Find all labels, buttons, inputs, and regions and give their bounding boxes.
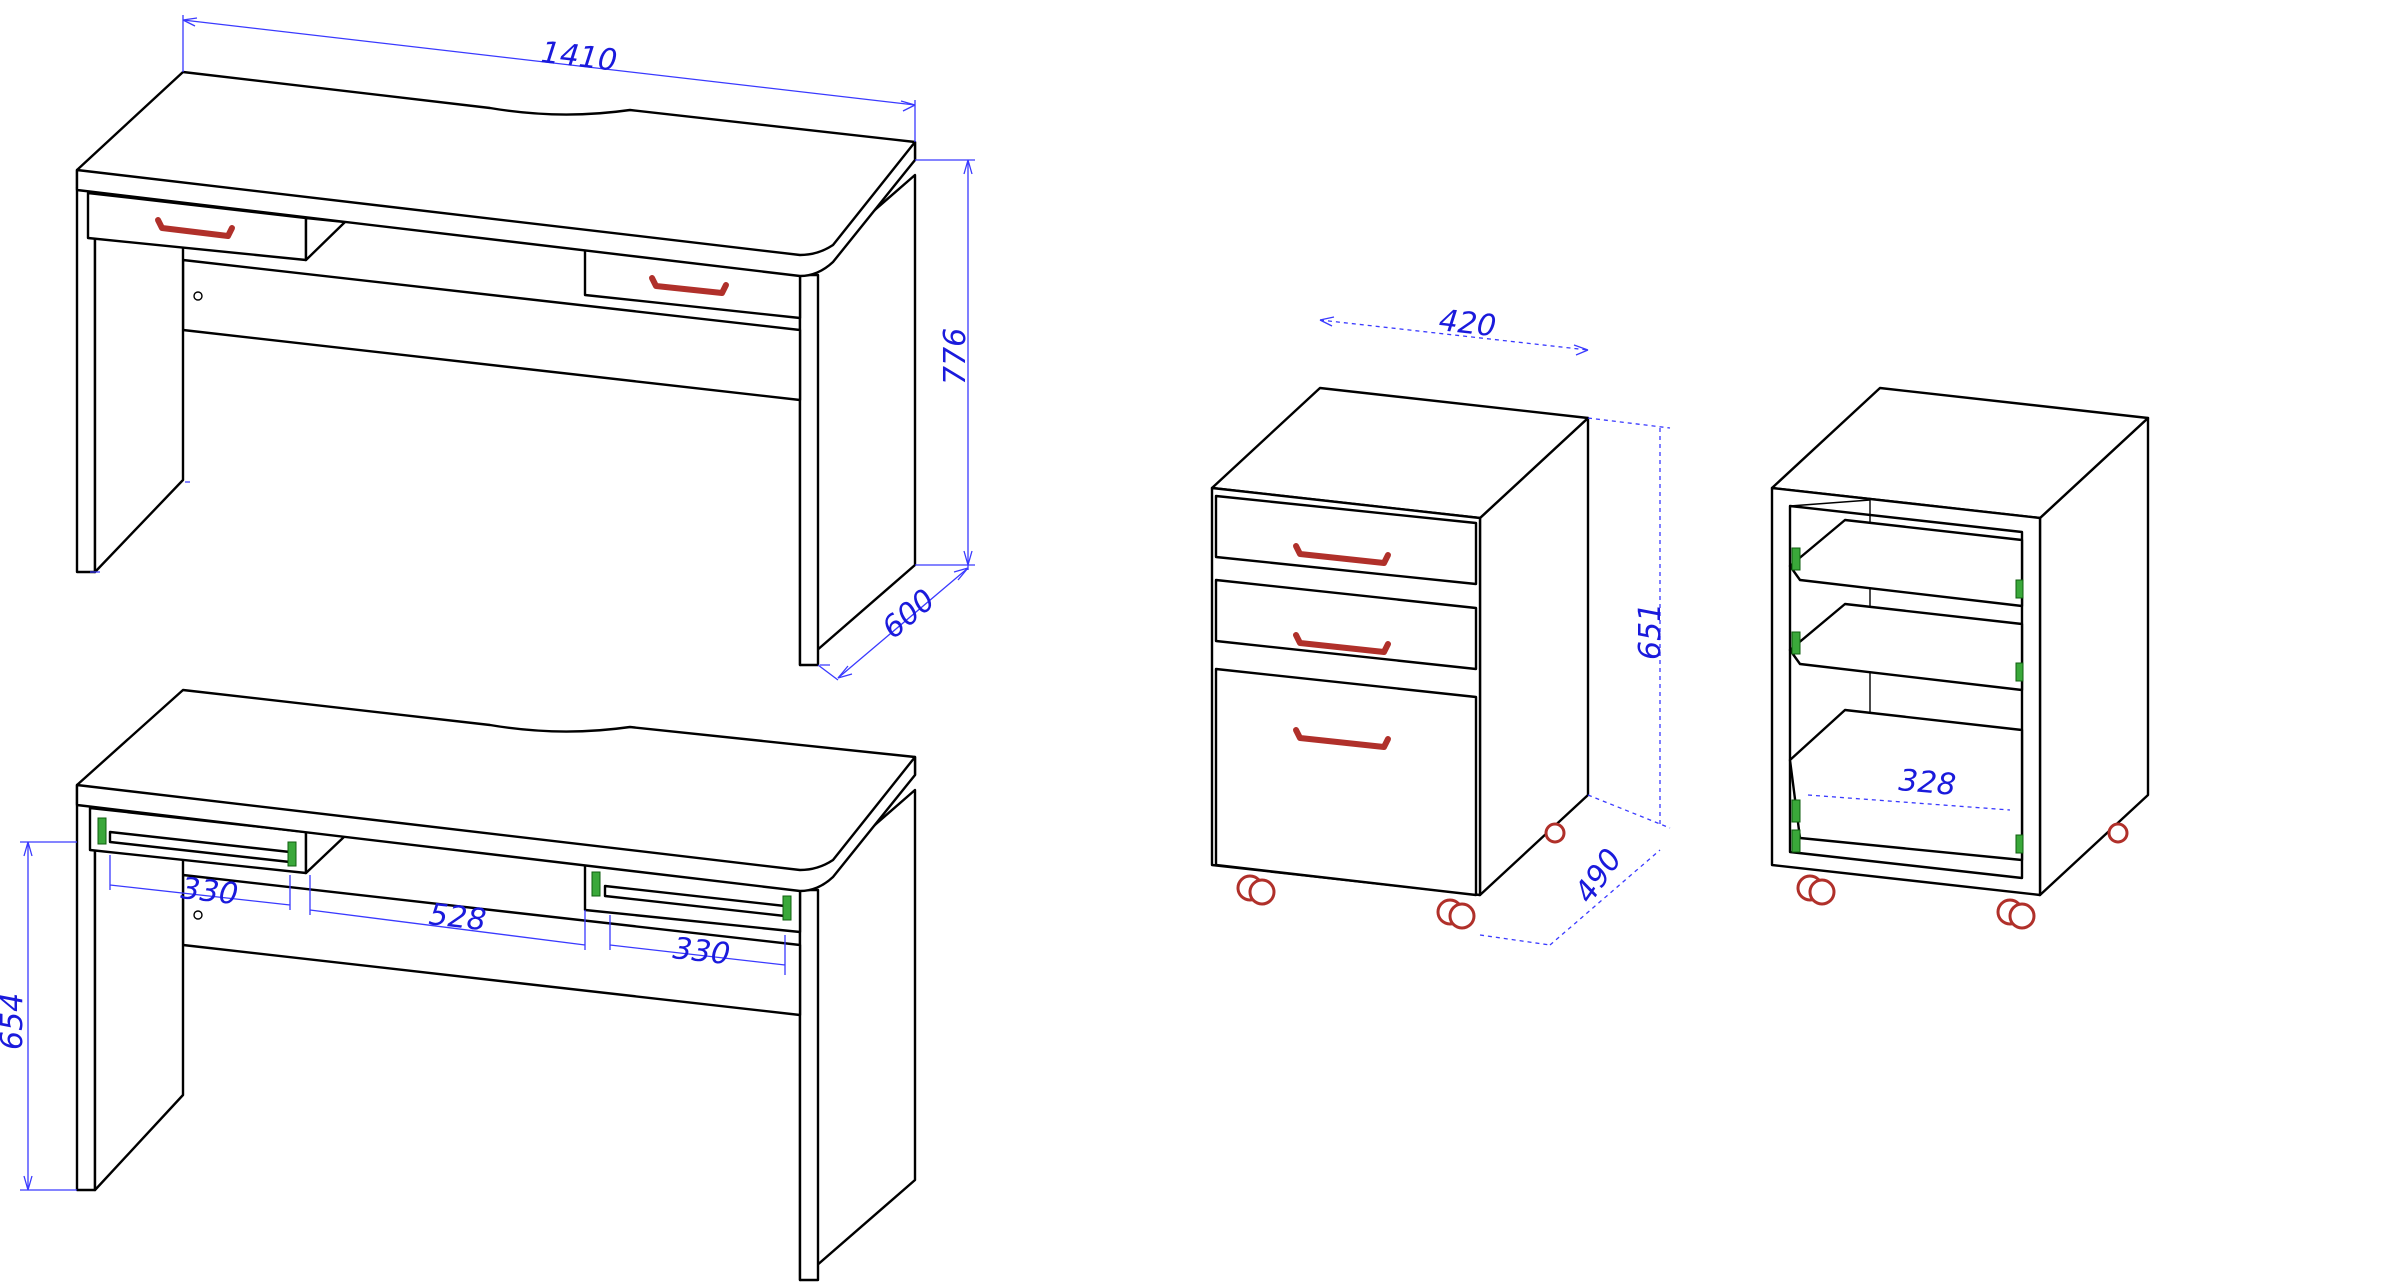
- dim-desk-height: 776: [915, 159, 975, 566]
- pedestal-handle-2: [1293, 632, 1391, 655]
- pedestal-handle-1: [1293, 543, 1391, 566]
- desk-left-leg: [75, 186, 97, 574]
- dim-gap-width-label: 528: [427, 897, 488, 938]
- dim-pedestal-height-label: 651: [1633, 603, 1668, 660]
- dim-pedestal-inner-width-label: 328: [1897, 763, 1957, 803]
- dim-pedestal-depth-label: 490: [1568, 843, 1630, 910]
- dim-desk-width-label: 1410: [539, 35, 619, 79]
- pedestal-drawer-3: [1214, 667, 1478, 897]
- pedestal-drawer-1: [1214, 494, 1478, 586]
- desk-lock-icon: [193, 291, 203, 301]
- dim-desk-width: 1410: [182, 15, 916, 142]
- dim-desk-leg-height-label: 654: [0, 993, 30, 1050]
- dim-right-drawer-width-label: 330: [671, 931, 732, 972]
- pedestal2-wheels: [1796, 822, 2129, 930]
- pedestal2-shelf-3: [1788, 708, 2024, 862]
- dim-pedestal-inner-width: 328: [1807, 763, 2011, 811]
- desk-overall-view: 1410 776 600: [75, 15, 975, 681]
- pedestal-closed-view: 420 651 490: [1210, 303, 1671, 946]
- pedestal-handle-3: [1293, 727, 1391, 750]
- pedestal-drawer-2: [1214, 578, 1478, 671]
- dim-left-drawer-width: 330: [109, 855, 291, 912]
- pedestal2-runners: [1791, 547, 2024, 854]
- desk-right-handle: [649, 275, 729, 296]
- dim-pedestal-width-label: 420: [1437, 303, 1498, 344]
- dim-pedestal-width: 420: [1319, 303, 1589, 356]
- dim-desk-height-label: 776: [938, 328, 973, 385]
- dim-gap-width: 528: [309, 875, 586, 950]
- pedestal-wheels: [1236, 822, 1566, 930]
- pedestal-interior-view: 328: [1770, 386, 2150, 930]
- dim-left-drawer-width-label: 330: [179, 871, 240, 912]
- dim-right-drawer-width: 330: [609, 915, 786, 975]
- pedestal2-shelf-1: [1788, 518, 2024, 608]
- dim-desk-leg-height: 654: [0, 841, 77, 1191]
- desk2-lock-icon: [193, 910, 203, 920]
- dim-pedestal-height: 651: [1587, 417, 1671, 829]
- pedestal2-shelf-2: [1788, 602, 2024, 692]
- desk-interior-view: 654 330 528 330: [0, 688, 917, 1282]
- desk-left-handle: [155, 217, 235, 239]
